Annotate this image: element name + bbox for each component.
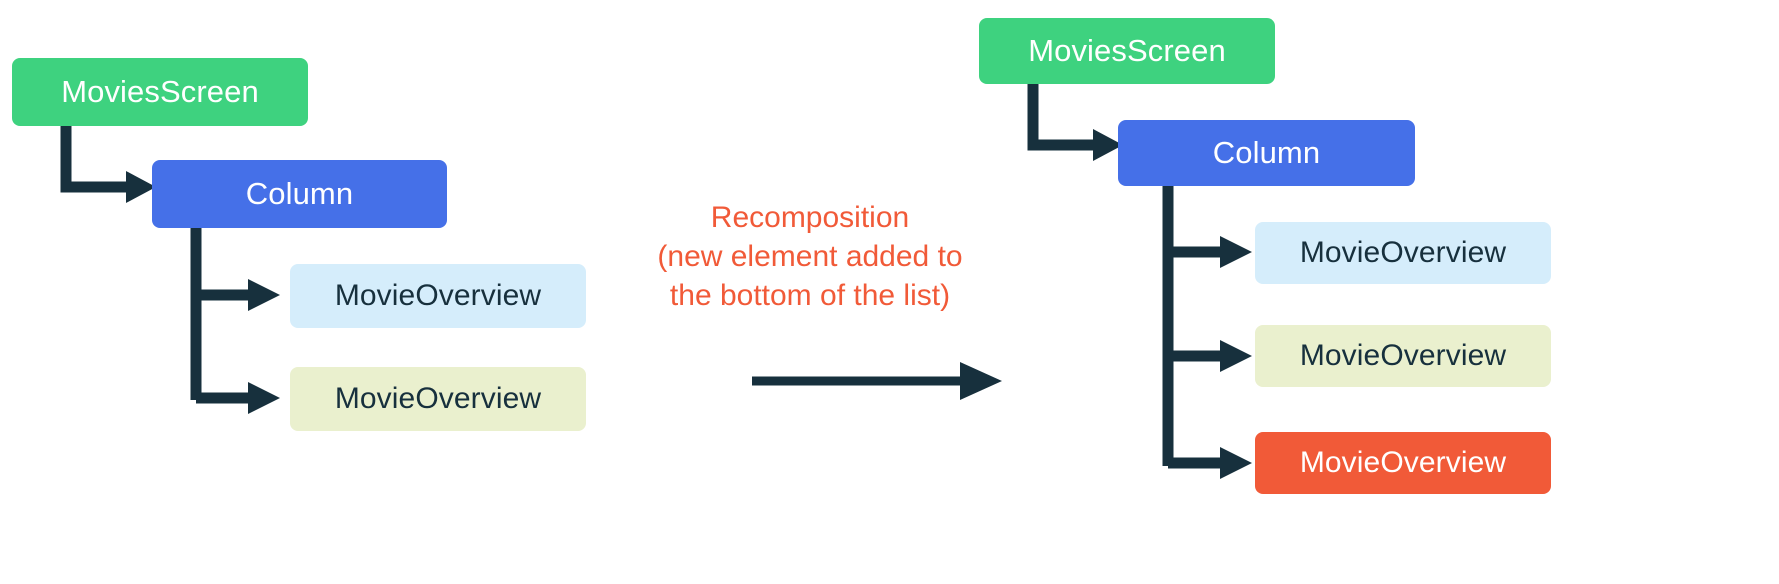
after-node-movieoverview-1-label: MovieOverview [1299,236,1507,269]
recomposition-caption-line-1: Recomposition [710,201,910,234]
after-connector-screen-to-column [1027,84,1127,161]
after-connector-column-to-children [1162,186,1272,486]
recomposition-arrow-icon [752,360,1002,402]
after-node-column[interactable]: Column [1118,120,1415,186]
recomposition-caption-line-2: (new element added to [657,240,963,273]
before-node-movieoverview-1-label: MovieOverview [334,279,542,312]
after-node-moviesscreen[interactable]: MoviesScreen [979,18,1275,84]
before-node-column[interactable]: Column [152,160,447,228]
before-node-moviesscreen[interactable]: MoviesScreen [12,58,308,126]
recomposition-caption-line-3: the bottom of the list) [669,279,951,312]
recomposition-caption: Recomposition (new element added to the … [655,198,965,315]
after-node-movieoverview-3-new-label: MovieOverview [1299,446,1507,479]
before-node-movieoverview-2[interactable]: MovieOverview [290,367,586,431]
before-node-column-label: Column [245,176,354,211]
after-node-movieoverview-2-label: MovieOverview [1299,339,1507,372]
after-node-moviesscreen-label: MoviesScreen [1028,33,1226,68]
after-node-movieoverview-3-new[interactable]: MovieOverview [1255,432,1551,494]
before-node-moviesscreen-label: MoviesScreen [61,74,259,109]
after-node-movieoverview-2[interactable]: MovieOverview [1255,325,1551,387]
before-connector-screen-to-column [60,126,160,203]
after-node-column-label: Column [1212,135,1321,170]
after-node-movieoverview-1[interactable]: MovieOverview [1255,222,1551,284]
before-connector-column-to-children [190,228,300,418]
before-node-movieoverview-1[interactable]: MovieOverview [290,264,586,328]
before-node-movieoverview-2-label: MovieOverview [334,382,542,415]
